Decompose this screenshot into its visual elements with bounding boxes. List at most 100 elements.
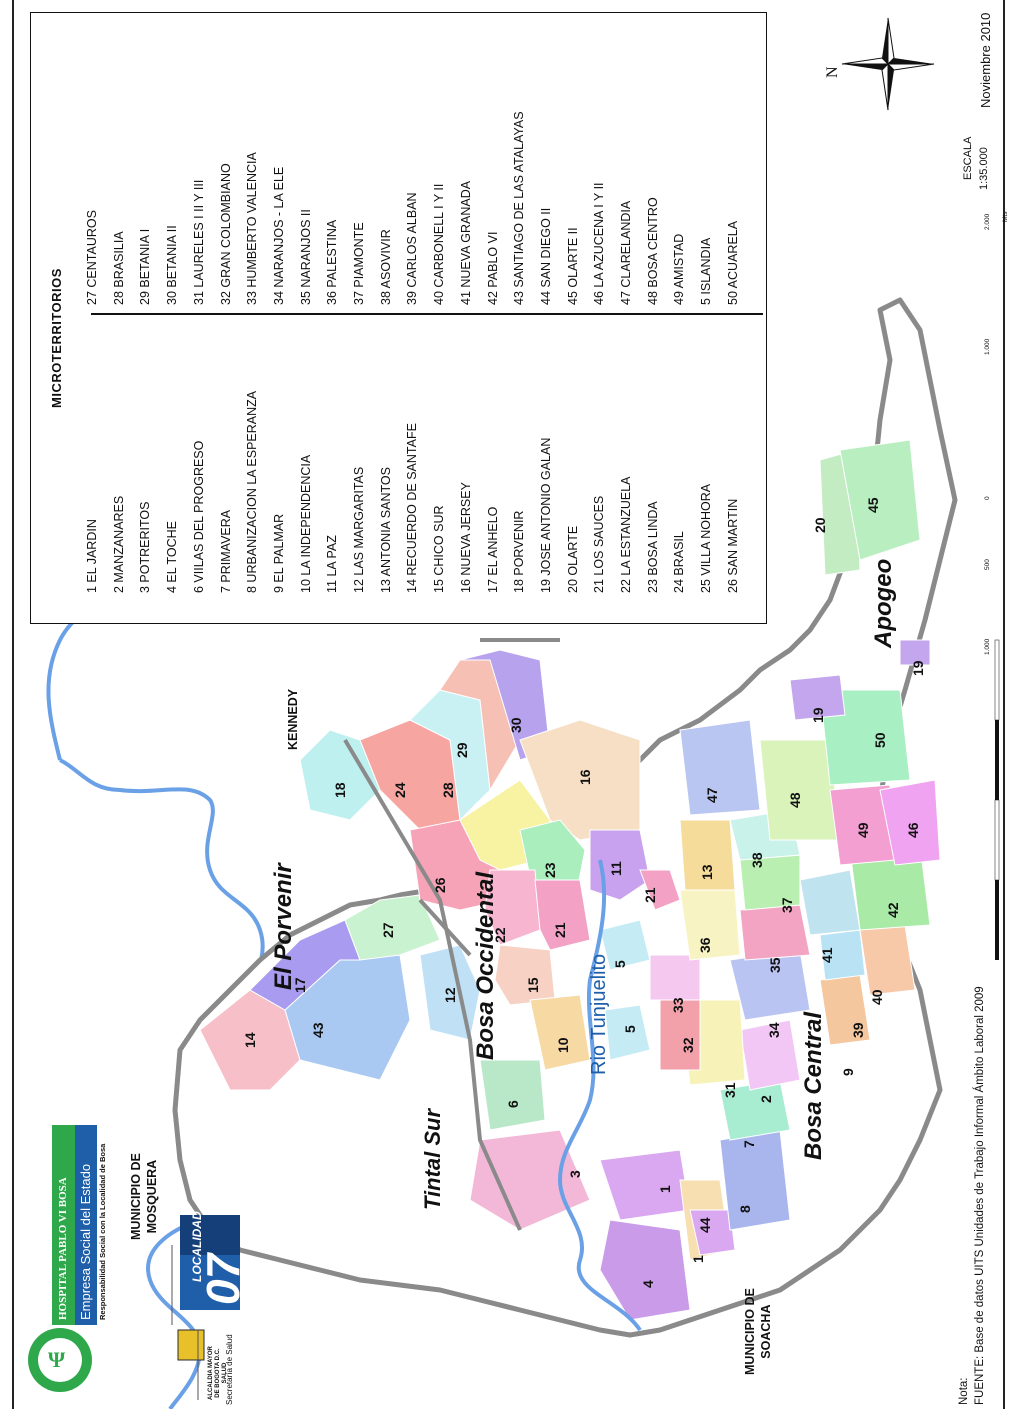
region-41 [799,869,861,936]
legend-item: 33 HUMBERTO VALENCIA [245,152,260,305]
legend-item: 25 VILLA NOHORA [699,483,714,593]
region-number-15: 15 [525,977,541,993]
legend-item: 38 ASOVIVIR [378,229,393,305]
region-number-5: 5 [612,960,628,968]
scale-bar [994,639,1000,960]
region-21a [534,879,591,951]
region-4 [599,1219,691,1321]
upz-divider-2 [418,898,472,957]
label-tintal-sur: Tintal Sur [420,1108,445,1210]
legend-item: 6 VIILAS DEL PROGRESO [191,440,206,593]
region-27 [344,894,441,961]
region-number-37: 37 [779,897,795,913]
legend-divider [91,313,763,315]
region-number-13: 13 [699,864,715,880]
region-number-49: 49 [855,822,871,838]
north-label: N [824,66,841,78]
scale-tick-5: 2.000 [984,213,991,230]
legend-item: 26 SAN MARTIN [725,498,740,593]
legend-item: 18 PORVENIR [512,510,527,593]
region-number-23: 23 [542,862,558,878]
legend-item: 27 CENTAUROS [85,210,99,305]
scale-unit: Mts [1002,211,1009,222]
hospital-tagline: Responsabilidad Social con la Localidad … [98,1143,107,1320]
region-number-35: 35 [767,957,783,973]
scale-value: 1:35.000 [978,147,990,190]
region-10 [529,994,591,1071]
legend-item: 13 ANTONIA SANTOS [378,467,393,593]
legend-item: 16 NUEVA JERSEY [458,482,473,593]
region-number-45: 45 [865,497,881,513]
region-number-38: 38 [749,852,765,868]
region-5b [604,1004,651,1061]
region-40 [859,924,916,996]
region-number-32: 32 [680,1037,696,1053]
region-number-43: 43 [310,1022,326,1038]
region-number-34: 34 [766,1022,782,1038]
legend-item: 39 CARLOS ALBAN [405,192,420,305]
region-33 [649,954,701,1001]
map-date: Noviembre 2010 [978,12,993,108]
legend-item: 28 BRASILIA [111,231,126,305]
legend-item: 10 LA INDEPENDENCIA [298,454,313,593]
north-arrow [841,17,935,111]
legend-item: 4 EL TOCHE [165,520,180,593]
footer-nota: Nota: [958,1377,970,1406]
legend-item: 30 BETANIA II [165,225,180,305]
region-45 [839,439,921,561]
region-19a [789,674,846,721]
region-46 [879,779,941,866]
legend-item: 21 LOS SAUCES [592,495,607,593]
region-number-11: 11 [608,861,624,876]
label-soacha: MUNICIPIO DE SOACHA [743,1288,773,1375]
legend-item: 35 NARANJOS II [298,209,313,305]
legend-title: MICROTERRITORIOS [49,268,64,408]
region-number-41: 41 [819,947,835,963]
scale-tick-3: 0 [984,496,991,500]
rio-tunjuelito [557,859,642,1332]
hospital-subtitle: Empresa Social del Estado [78,1163,93,1320]
region-number-42: 42 [885,902,901,918]
region-number-27: 27 [380,922,396,938]
label-bosa-occidental: Bosa Occidental [472,871,499,1060]
region-number-1: 1 [657,1185,673,1193]
legend-item: 22 LA ESTANZUELA [619,476,634,594]
region-6 [479,1059,546,1131]
region-number-10: 10 [555,1037,571,1053]
legend-item: 32 GRAN COLOMBIANO [218,163,233,305]
legend-item: 7 PRIMAVERA [218,509,233,593]
legend-item: 5 ISLANDIA [699,237,714,305]
region-number-21: 21 [642,887,658,903]
region-number-26: 26 [432,877,448,893]
upz-divider-1 [343,738,522,1231]
region-21b [639,869,681,911]
legend-item: 31 LAURELES I II Y III [191,179,206,305]
region-22 [484,869,541,946]
label-bosa-central: Bosa Central [800,1011,827,1160]
region-13 [679,819,736,891]
region-number-5: 5 [622,1025,638,1033]
region-number-28: 28 [440,782,456,798]
region-number-21: 21 [552,922,568,938]
scale-label: ESCALA [962,136,974,180]
region-number-12: 12 [442,987,458,1003]
legend-item: 19 JOSE ANTONIO GALAN [538,437,553,593]
region-number-40: 40 [869,989,885,1005]
region-number-47: 47 [704,787,720,803]
region-number-2: 2 [758,1095,774,1103]
region-number-1: 1 [690,1255,706,1263]
legend-item: 41 NUEVA GRANADA [458,180,473,305]
scale-tick-4: 1.000 [984,338,991,355]
legend-item: 1 EL JARDIN [85,519,99,593]
region-number-39: 39 [850,1022,866,1038]
region-number-30: 30 [508,717,524,733]
legend-item: 17 EL ANHELO [485,506,500,593]
alcaldia-emblem [177,1329,205,1361]
region-47 [679,719,761,816]
legend-item: 8 URBANIZACION LA ESPERANZA [245,390,260,593]
legend-item: 40 CARBONELL I Y II [432,183,447,305]
legend-item: 14 RECUERDO DE SANTAFE [405,423,420,593]
